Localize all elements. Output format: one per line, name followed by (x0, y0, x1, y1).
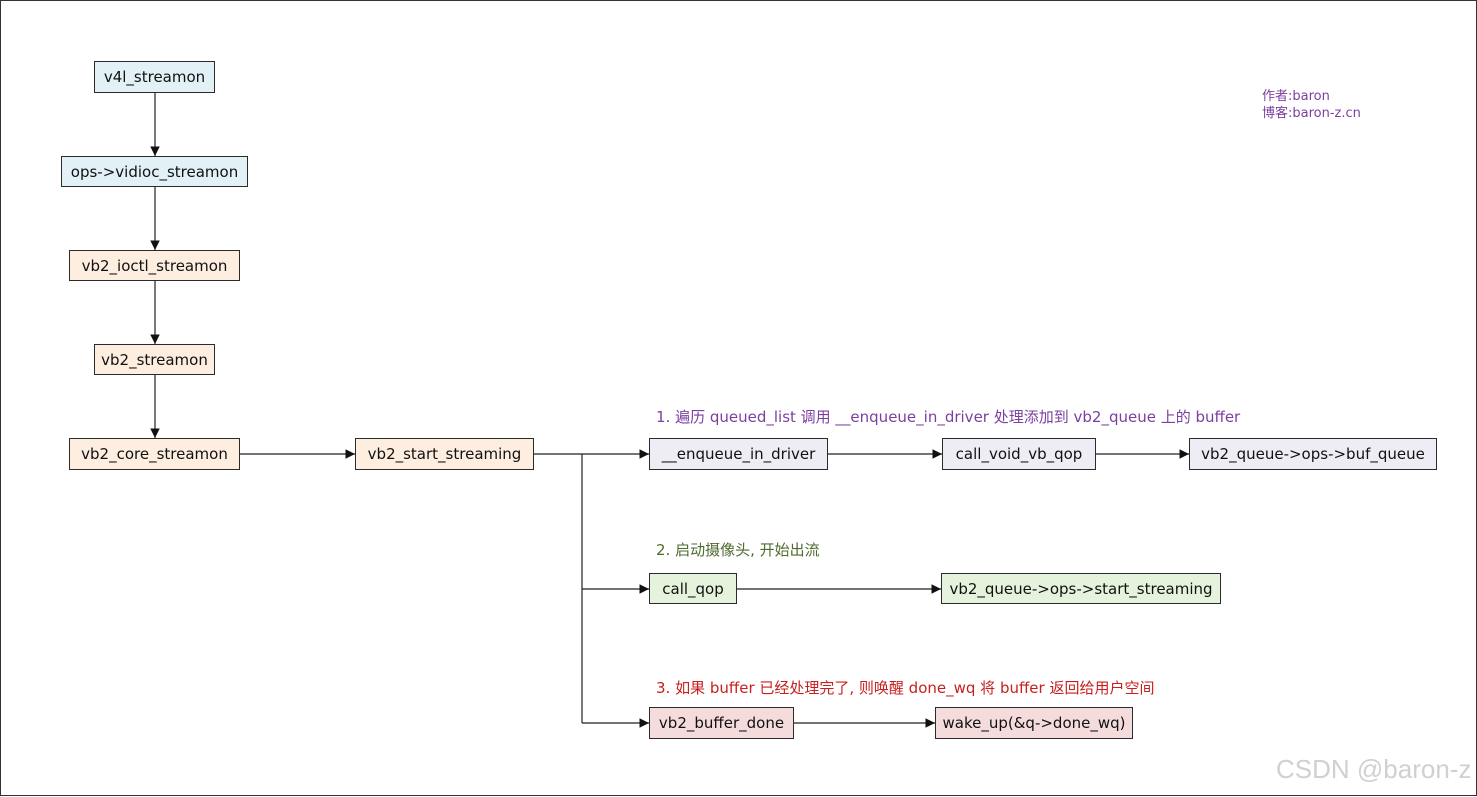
node-buf-queue: vb2_queue->ops->buf_queue (1189, 438, 1437, 470)
node-call-void-vb-qop: call_void_vb_qop (942, 438, 1096, 470)
watermark-text: CSDN @baron-z (1276, 754, 1472, 784)
note-step-1: 1. 遍历 queued_list 调用 __enqueue_in_driver… (656, 408, 1241, 426)
node-vidioc-streamon: ops->vidioc_streamon (61, 156, 248, 187)
node-enqueue-in-driver: __enqueue_in_driver (649, 438, 828, 470)
node-vb2-streamon: vb2_streamon (94, 344, 215, 375)
note-step-2: 2. 启动摄像头, 开始出流 (656, 541, 820, 559)
node-start-streaming-op: vb2_queue->ops->start_streaming (941, 573, 1221, 604)
node-v4l-streamon: v4l_streamon (94, 61, 215, 93)
node-wake-up: wake_up(&q->done_wq) (935, 707, 1133, 739)
node-call-qop: call_qop (649, 573, 737, 604)
author-line-2: 博客:baron-z.cn (1262, 106, 1361, 121)
node-vb2-buffer-done: vb2_buffer_done (649, 707, 794, 739)
node-vb2-core-streamon: vb2_core_streamon (69, 438, 240, 470)
author-line-1: 作者:baron (1262, 89, 1330, 104)
node-vb2-start-streaming: vb2_start_streaming (355, 438, 534, 470)
note-step-3: 3. 如果 buffer 已经处理完了, 则唤醒 done_wq 将 buffe… (656, 679, 1155, 697)
node-vb2-ioctl-streamon: vb2_ioctl_streamon (69, 250, 240, 281)
